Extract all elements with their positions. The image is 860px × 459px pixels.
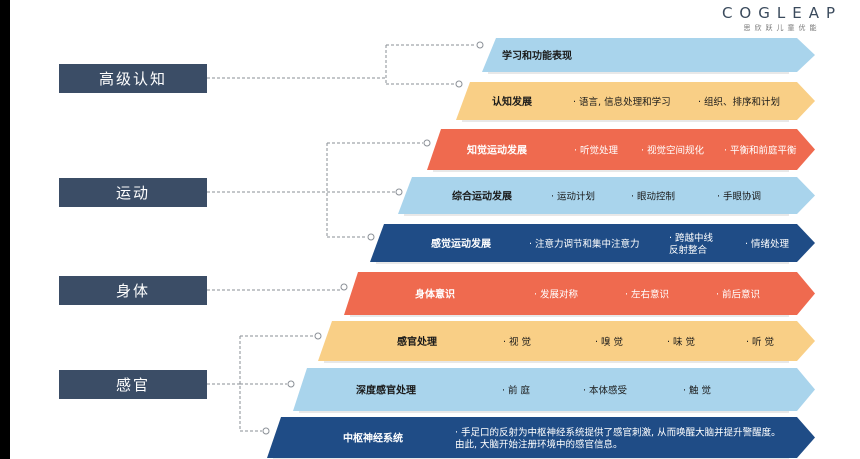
layer-item: · 跨越中线	[669, 232, 714, 244]
category-motor: 运动	[59, 178, 207, 207]
layer-band	[267, 417, 815, 458]
layer-item: · 前 庭	[502, 385, 531, 397]
layer-item: · 手足口的反射为中枢神经系统提供了感官刺激, 从而唤醒大脑并提升警醒度。	[455, 427, 781, 439]
layer-title: 认知发展	[492, 95, 532, 108]
layer-title: 身体意识	[415, 288, 455, 301]
layer-item: · 平衡和前庭平衡	[724, 145, 797, 157]
layer-title: 综合运动发展	[452, 190, 512, 203]
layer-band	[398, 177, 815, 214]
layer-title: 感觉运动发展	[431, 237, 491, 250]
layer-item: · 听觉处理	[574, 145, 619, 157]
connector-dot	[340, 283, 348, 291]
layer-item: · 眼动控制	[631, 191, 675, 203]
layer-title: 感官处理	[397, 335, 437, 348]
layer-item: · 运动计划	[551, 191, 595, 203]
layer-item: · 嗅 觉	[595, 336, 623, 348]
layer-title: 中枢神经系统	[343, 432, 403, 445]
left-border	[0, 0, 10, 459]
layer-band	[482, 38, 815, 72]
connector-dot	[287, 380, 295, 388]
connector-dot	[314, 332, 322, 340]
layer-item: 由此, 大脑开始注册环境中的感官信息。	[455, 439, 623, 451]
layer-title: 深度感官处理	[356, 384, 416, 397]
layer-item: · 视觉空间规化	[641, 145, 705, 157]
brand-logo: COGLEAP 思欣跃儿童优能	[722, 4, 842, 33]
connector-dot	[395, 188, 403, 196]
layer-item: · 听 觉	[746, 337, 774, 348]
layer-band	[293, 368, 815, 411]
layer-band	[370, 224, 815, 262]
connector-dot	[367, 233, 375, 241]
category-higher-cognition: 高级认知	[59, 64, 207, 93]
brand-tagline: 思欣跃儿童优能	[743, 24, 821, 32]
layer-item: · 情绪处理	[745, 238, 790, 250]
layer-item: · 本体感受	[583, 385, 627, 397]
layer-item: · 左右意识	[625, 289, 669, 301]
category-sensory: 感官	[59, 370, 207, 399]
layer-band	[456, 82, 815, 120]
connector-dot	[262, 427, 270, 435]
connector-dot	[423, 139, 431, 147]
layer-item: · 触 觉	[683, 385, 711, 397]
category-body: 身体	[59, 276, 207, 305]
layer-band	[318, 321, 815, 361]
layer-band	[427, 129, 815, 170]
layer-item: · 前后意识	[716, 289, 760, 301]
connector-dot	[455, 80, 463, 88]
layer-item: · 手眼协调	[717, 191, 761, 203]
layer-item: · 视 觉	[503, 336, 531, 348]
layer-title: 学习和功能表现	[502, 49, 572, 62]
layer-item: · 注意力调节和集中注意力	[529, 238, 640, 250]
layer-item: · 组织、排序和计划	[698, 96, 780, 108]
connector-dot	[476, 41, 484, 49]
layer-band	[344, 272, 815, 315]
layer-item: · 味 觉	[667, 336, 695, 348]
layer-item: 反射整合	[669, 244, 708, 256]
layer-title: 知觉运动发展	[466, 144, 527, 157]
layer-item: · 语言, 信息处理和学习	[573, 96, 671, 108]
brand-name: COGLEAP	[721, 4, 842, 22]
layer-item: · 发展对称	[534, 289, 579, 301]
